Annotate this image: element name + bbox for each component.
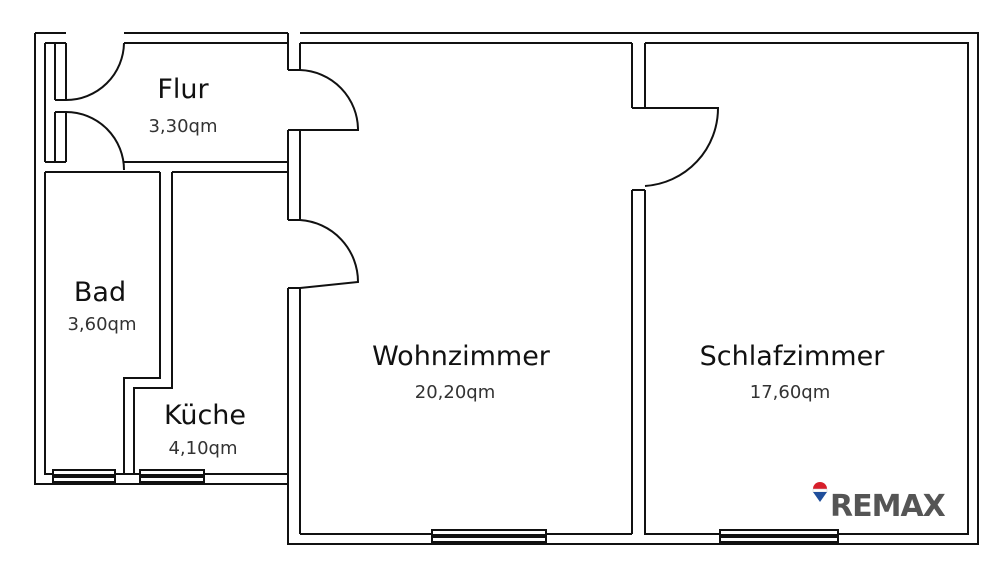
room-name-wohnzimmer: Wohnzimmer (372, 341, 551, 372)
door-flur-wohnzimmer (299, 69, 360, 131)
remax-logo: REMAX (812, 482, 947, 524)
window-kueche (139, 469, 205, 483)
door-wohnzimmer-schlafzimmer (644, 107, 720, 187)
room-area-wohnzimmer: 20,20qm (415, 382, 496, 403)
room-area-kueche: 4,10qm (168, 438, 237, 459)
door-bad (65, 111, 125, 171)
windows (52, 469, 839, 543)
room-name-kueche: Küche (164, 400, 246, 431)
window-bad (52, 469, 116, 483)
window-wohnzimmer (431, 529, 547, 543)
room-area-flur: 3,30qm (148, 116, 217, 137)
window-schlafzimmer (719, 529, 839, 543)
room-name-bad: Bad (74, 277, 126, 308)
door-entrance (65, 42, 125, 101)
room-name-flur: Flur (157, 74, 209, 105)
room-area-schlafzimmer: 17,60qm (750, 382, 831, 403)
doors (65, 42, 720, 289)
room-name-schlafzimmer: Schlafzimmer (700, 341, 886, 372)
outer-walls (34, 32, 979, 545)
door-kueche-wohnzimmer (299, 219, 360, 289)
logo-text: REMAX (830, 489, 946, 524)
room-area-bad: 3,60qm (67, 314, 136, 335)
balloon-icon (812, 482, 828, 502)
room-labels: Flur 3,30qm Bad 3,60qm Küche 4,10qm Wohn… (67, 74, 885, 459)
interior-walls (45, 43, 645, 534)
